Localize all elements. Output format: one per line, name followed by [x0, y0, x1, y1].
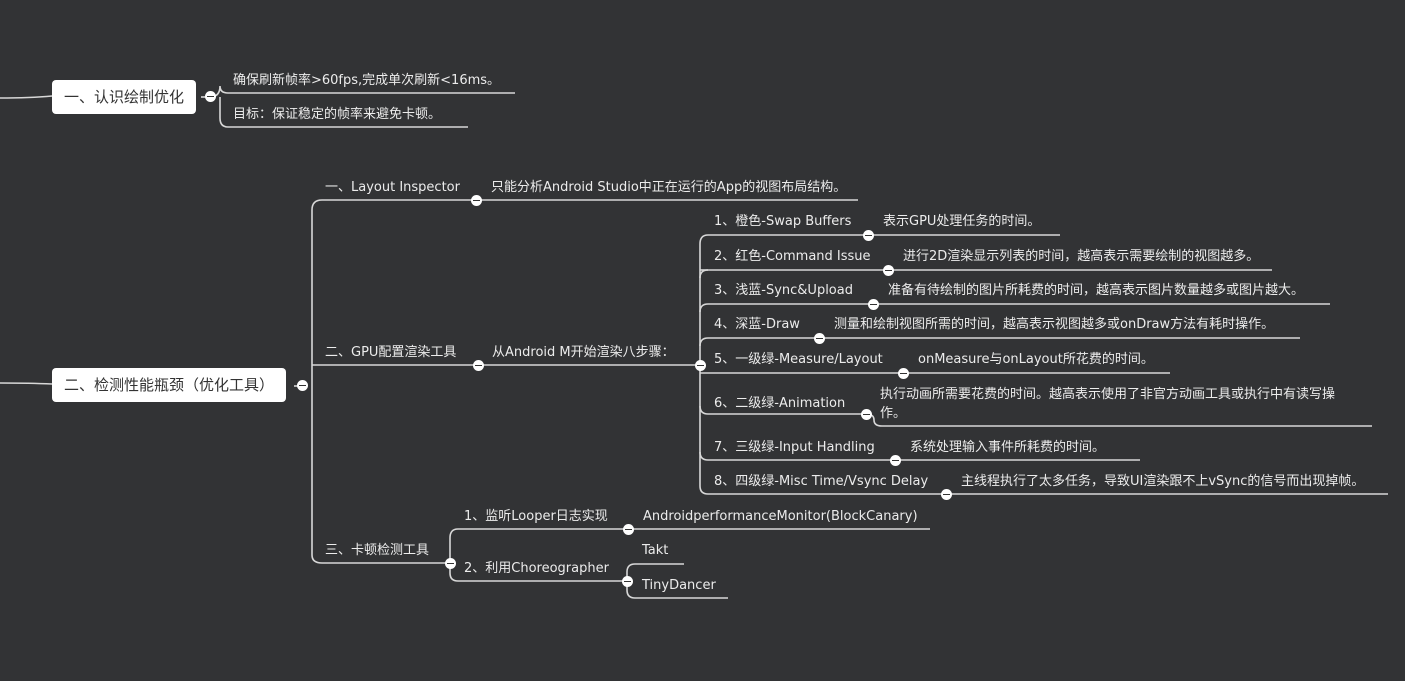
collapse-toggle-icon[interactable]: [863, 230, 874, 241]
collapse-toggle-icon[interactable]: [205, 91, 216, 102]
collapse-toggle-icon[interactable]: [622, 576, 633, 587]
collapse-toggle-icon[interactable]: [471, 195, 482, 206]
gpu-step-desc: 执行动画所需要花费的时间。越高表示使用了非官方动画工具或执行中有读写操: [880, 387, 1336, 402]
collapse-toggle-icon[interactable]: [623, 524, 634, 535]
gpu-steps-label: 从Android M开始渲染八步骤：: [492, 345, 675, 360]
gpu-step-desc: 进行2D渲染显示列表的时间，越高表示需要绘制的视图越多。: [903, 249, 1260, 264]
gpu-step-label: 3、浅蓝-Sync&Upload: [714, 283, 853, 298]
sec1-item-goal: 目标：保证稳定的帧率来避免卡顿。: [233, 107, 442, 122]
gpu-step-label: 1、橙色-Swap Buffers: [714, 214, 852, 229]
topic-drawing-optimization[interactable]: 一、认识绘制优化: [52, 80, 197, 114]
gpu-step-desc: 主线程执行了太多任务，导致UI渲染跟不上vSync的信号而出现掉帧。: [961, 474, 1365, 489]
gpu-step-label: 7、三级绿-Input Handling: [714, 440, 875, 455]
looper-label: 1、监听Looper日志实现: [464, 509, 608, 524]
gpu-step-label: 6、二级绿-Animation: [714, 396, 846, 411]
collapse-toggle-icon[interactable]: [297, 380, 308, 391]
topic-performance-bottleneck[interactable]: 二、检测性能瓶颈（优化工具）: [52, 368, 287, 402]
collapse-toggle-icon[interactable]: [883, 265, 894, 276]
layout-inspector-label: 一、Layout Inspector: [325, 180, 460, 195]
collapse-toggle-icon[interactable]: [695, 360, 706, 371]
jank-tool-label: 三、卡顿检测工具: [325, 543, 430, 558]
layout-inspector-desc: 只能分析Android Studio中正在运行的App的视图布局结构。: [491, 180, 847, 195]
blockcanary-label: AndroidperformanceMonitor(BlockCanary): [643, 509, 918, 524]
collapse-toggle-icon[interactable]: [941, 489, 952, 500]
collapse-toggle-icon[interactable]: [445, 558, 456, 569]
gpu-tool-label: 二、GPU配置渲染工具: [325, 345, 457, 360]
gpu-step-label: 8、四级绿-Misc Time/Vsync Delay: [714, 474, 929, 489]
sec1-item-fps: 确保刷新帧率>60fps,完成单次刷新<16ms。: [233, 73, 501, 88]
gpu-step-label: 2、红色-Command Issue: [714, 249, 871, 264]
gpu-step-desc: 系统处理输入事件所耗费的时间。: [910, 440, 1106, 455]
collapse-toggle-icon[interactable]: [473, 360, 484, 371]
gpu-step-label: 4、深蓝-Draw: [714, 317, 800, 332]
collapse-toggle-icon[interactable]: [861, 409, 872, 420]
tinydancer-label: TinyDancer: [642, 578, 716, 593]
gpu-step-label: 5、一级绿-Measure/Layout: [714, 352, 883, 367]
choreographer-label: 2、利用Choreographer: [464, 561, 609, 576]
gpu-step-desc: 测量和绘制视图所需的时间，越高表示视图越多或onDraw方法有耗时操作。: [834, 317, 1275, 332]
gpu-step-desc: onMeasure与onLayout所花费的时间。: [918, 352, 1154, 367]
gpu-step-desc: 准备有待绘制的图片所耗费的时间，越高表示图片数量越多或图片越大。: [888, 283, 1305, 298]
collapse-toggle-icon[interactable]: [898, 368, 909, 379]
collapse-toggle-icon[interactable]: [868, 299, 879, 310]
gpu-step-desc-cont: 作。: [880, 406, 907, 421]
takt-label: Takt: [642, 543, 669, 558]
gpu-step-desc: 表示GPU处理任务的时间。: [883, 214, 1041, 229]
collapse-toggle-icon[interactable]: [890, 455, 901, 466]
collapse-toggle-icon[interactable]: [814, 333, 825, 344]
